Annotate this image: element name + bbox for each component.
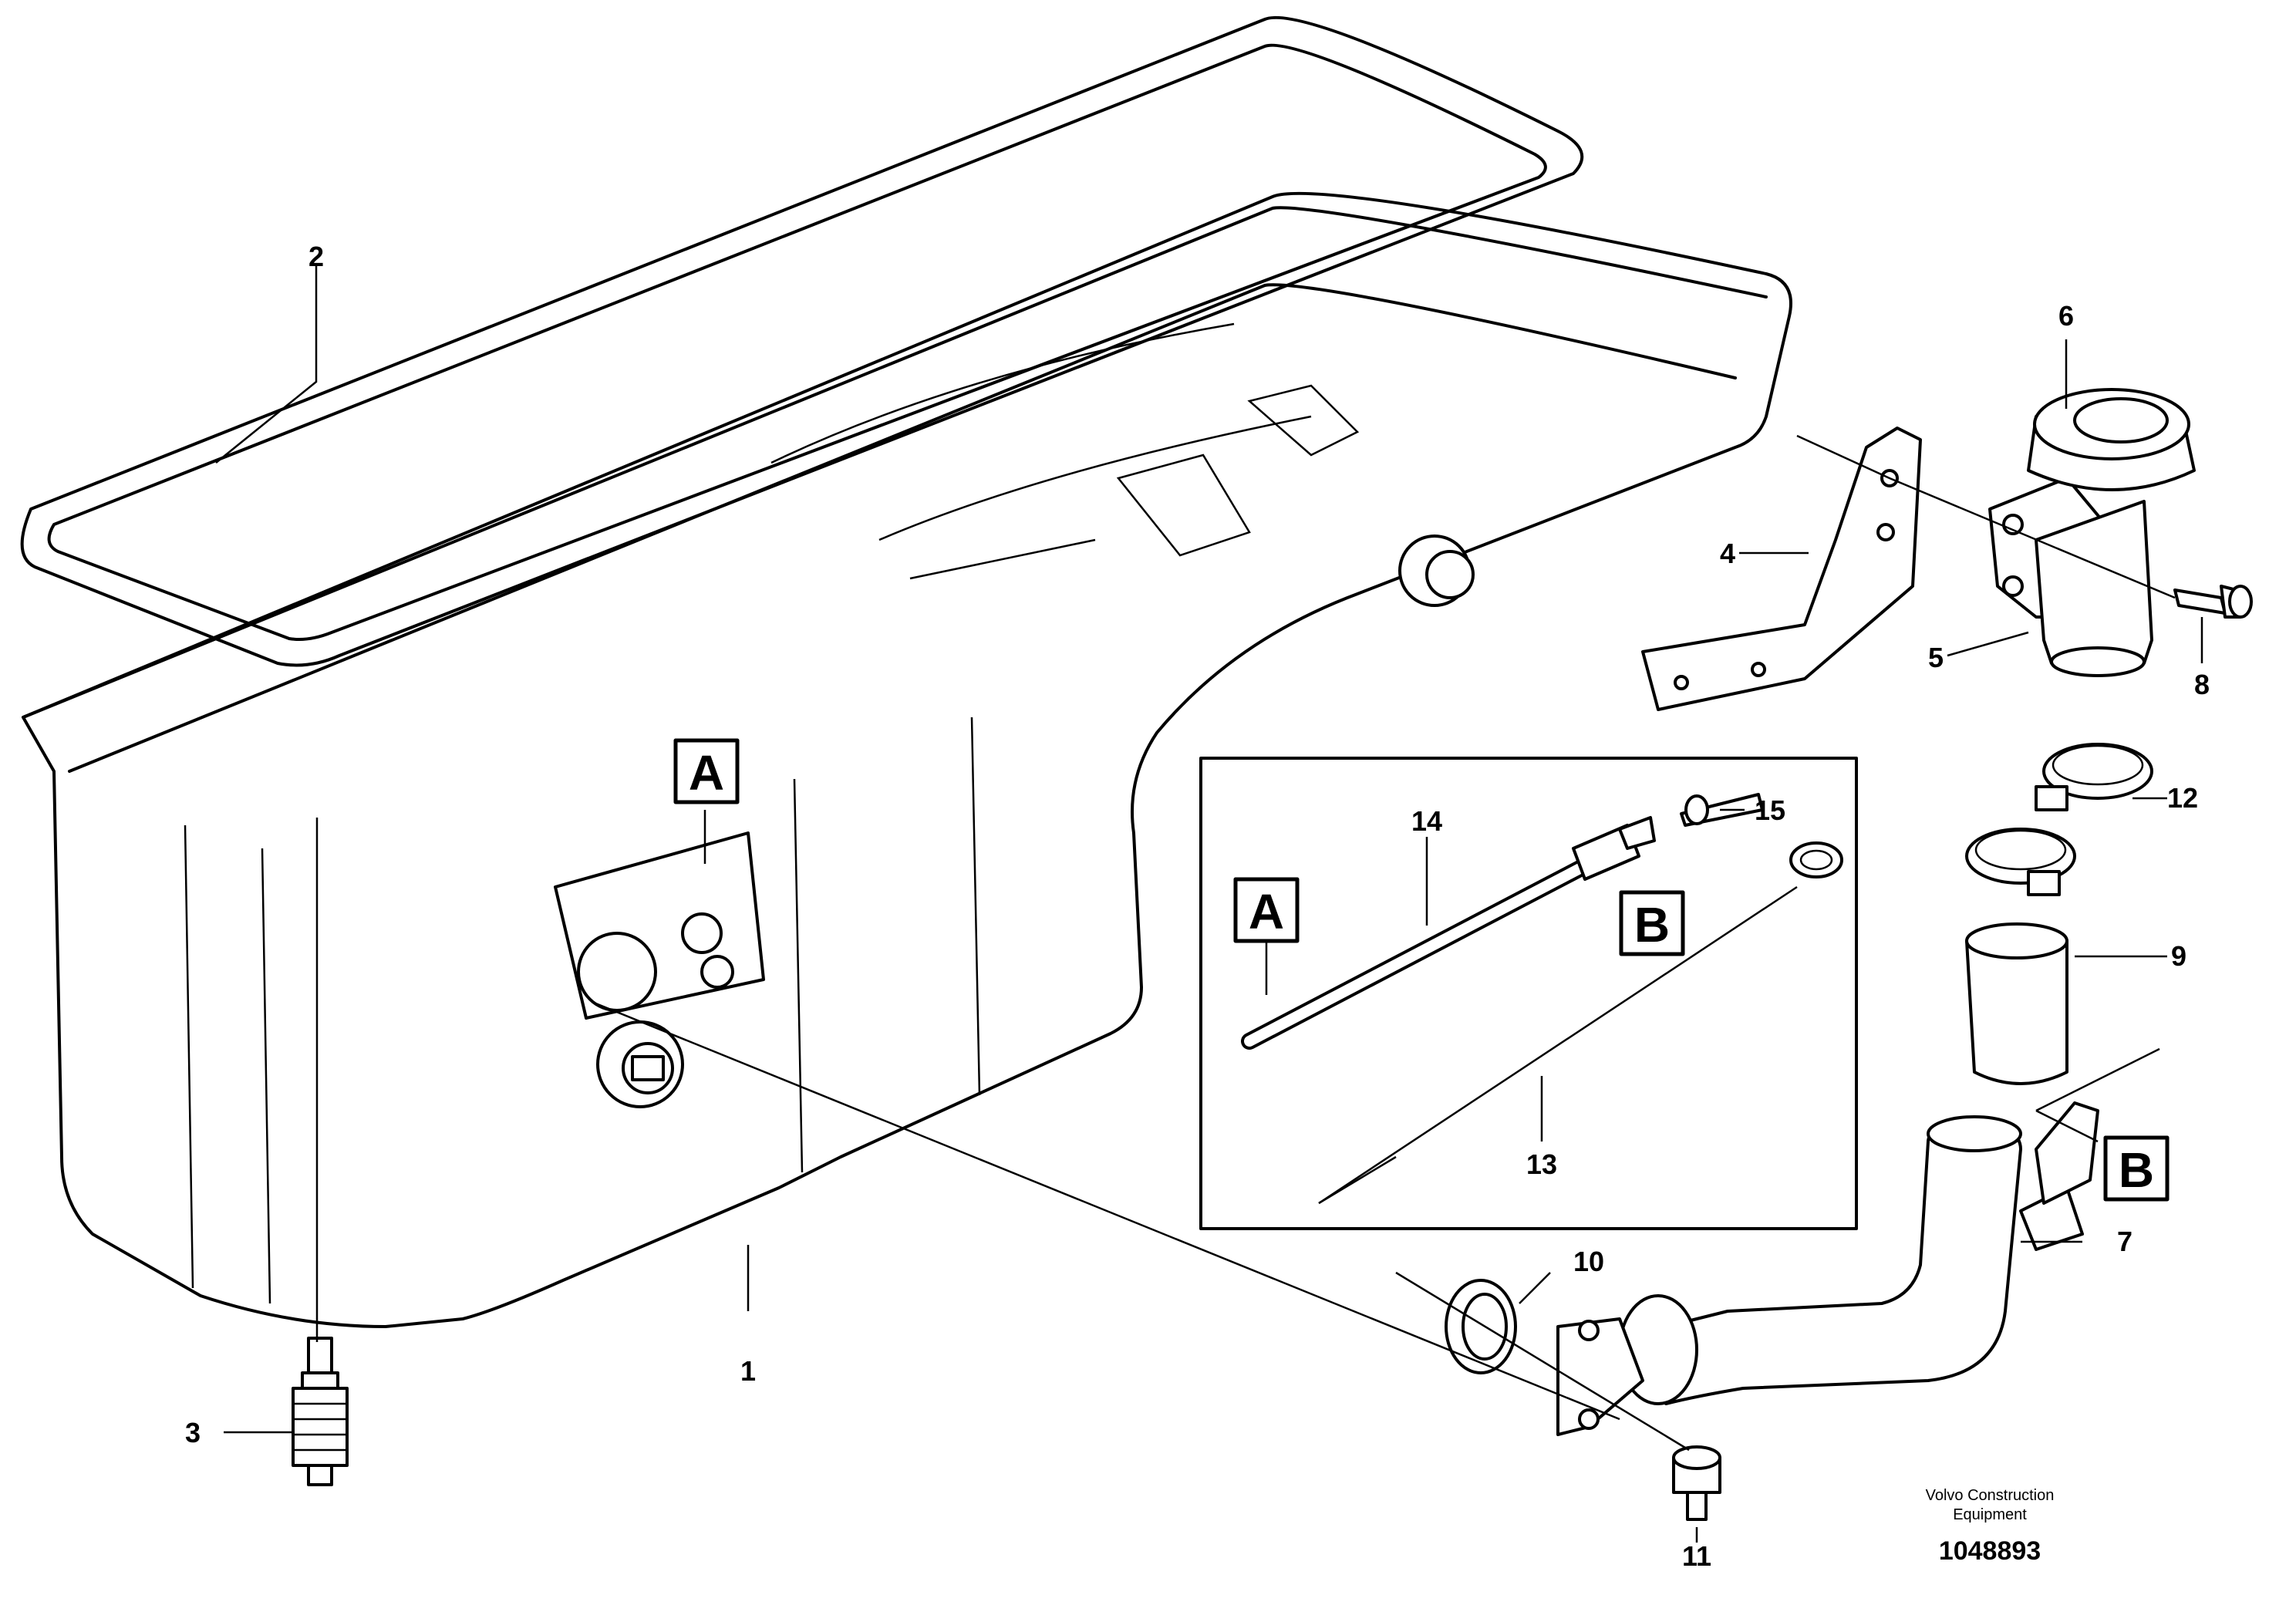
bracket bbox=[1641, 427, 1922, 711]
ref-marker-a-inset: A bbox=[1233, 877, 1300, 995]
callout-7: 7 bbox=[2117, 1226, 2132, 1257]
footer-block: Volvo Construction Equipment 1048893 bbox=[1926, 1487, 2055, 1566]
callout-13: 13 bbox=[1526, 1148, 1557, 1180]
callout-2: 2 bbox=[308, 241, 324, 272]
ref-marker-b-inset: B bbox=[1619, 890, 1685, 956]
svg-text:A: A bbox=[1249, 884, 1284, 939]
callout-5: 5 bbox=[1928, 642, 1944, 673]
callout-3: 3 bbox=[185, 1417, 201, 1448]
leader-lines bbox=[215, 264, 2203, 1543]
callout-12: 12 bbox=[2167, 782, 2198, 814]
hose-clamp bbox=[1965, 743, 2153, 896]
callout-15: 15 bbox=[1755, 794, 1785, 826]
callout-9: 9 bbox=[2171, 940, 2186, 972]
callout-11: 11 bbox=[1682, 1540, 1711, 1572]
company-name: Volvo Construction bbox=[1926, 1487, 2055, 1504]
svg-text:B: B bbox=[2119, 1142, 2154, 1198]
oil-filler-neck bbox=[1988, 477, 2153, 677]
svg-text:B: B bbox=[1634, 897, 1670, 953]
callout-10: 10 bbox=[1573, 1246, 1604, 1277]
drawing-number: 1048893 bbox=[1939, 1536, 2041, 1566]
ref-marker-a-main: A bbox=[673, 738, 740, 804]
callout-4: 4 bbox=[1720, 538, 1735, 569]
dipstick-inset bbox=[1199, 757, 1858, 1230]
filler-pipe bbox=[1556, 1101, 2099, 1436]
oil-filler-cap bbox=[2027, 388, 2196, 491]
callout-1: 1 bbox=[740, 1355, 756, 1387]
drain-plug bbox=[292, 1337, 349, 1486]
callout-14: 14 bbox=[1411, 805, 1442, 837]
callout-6: 6 bbox=[2058, 300, 2074, 332]
o-ring bbox=[1445, 1279, 1517, 1374]
bolt-11 bbox=[1672, 1445, 1721, 1521]
callout-8: 8 bbox=[2194, 669, 2210, 700]
oil-pan bbox=[22, 191, 1792, 1328]
oil-pan-gasket bbox=[20, 15, 1584, 667]
ref-marker-b-main: B bbox=[2103, 1135, 2170, 1202]
callout-labels: 1 2 3 4 5 6 7 8 9 10 11 12 13 14 15 bbox=[185, 241, 2210, 1572]
svg-text:A: A bbox=[689, 745, 724, 801]
company-subname: Equipment bbox=[1953, 1506, 2027, 1523]
hose bbox=[1965, 922, 2068, 1085]
bolt-8 bbox=[2173, 585, 2253, 619]
